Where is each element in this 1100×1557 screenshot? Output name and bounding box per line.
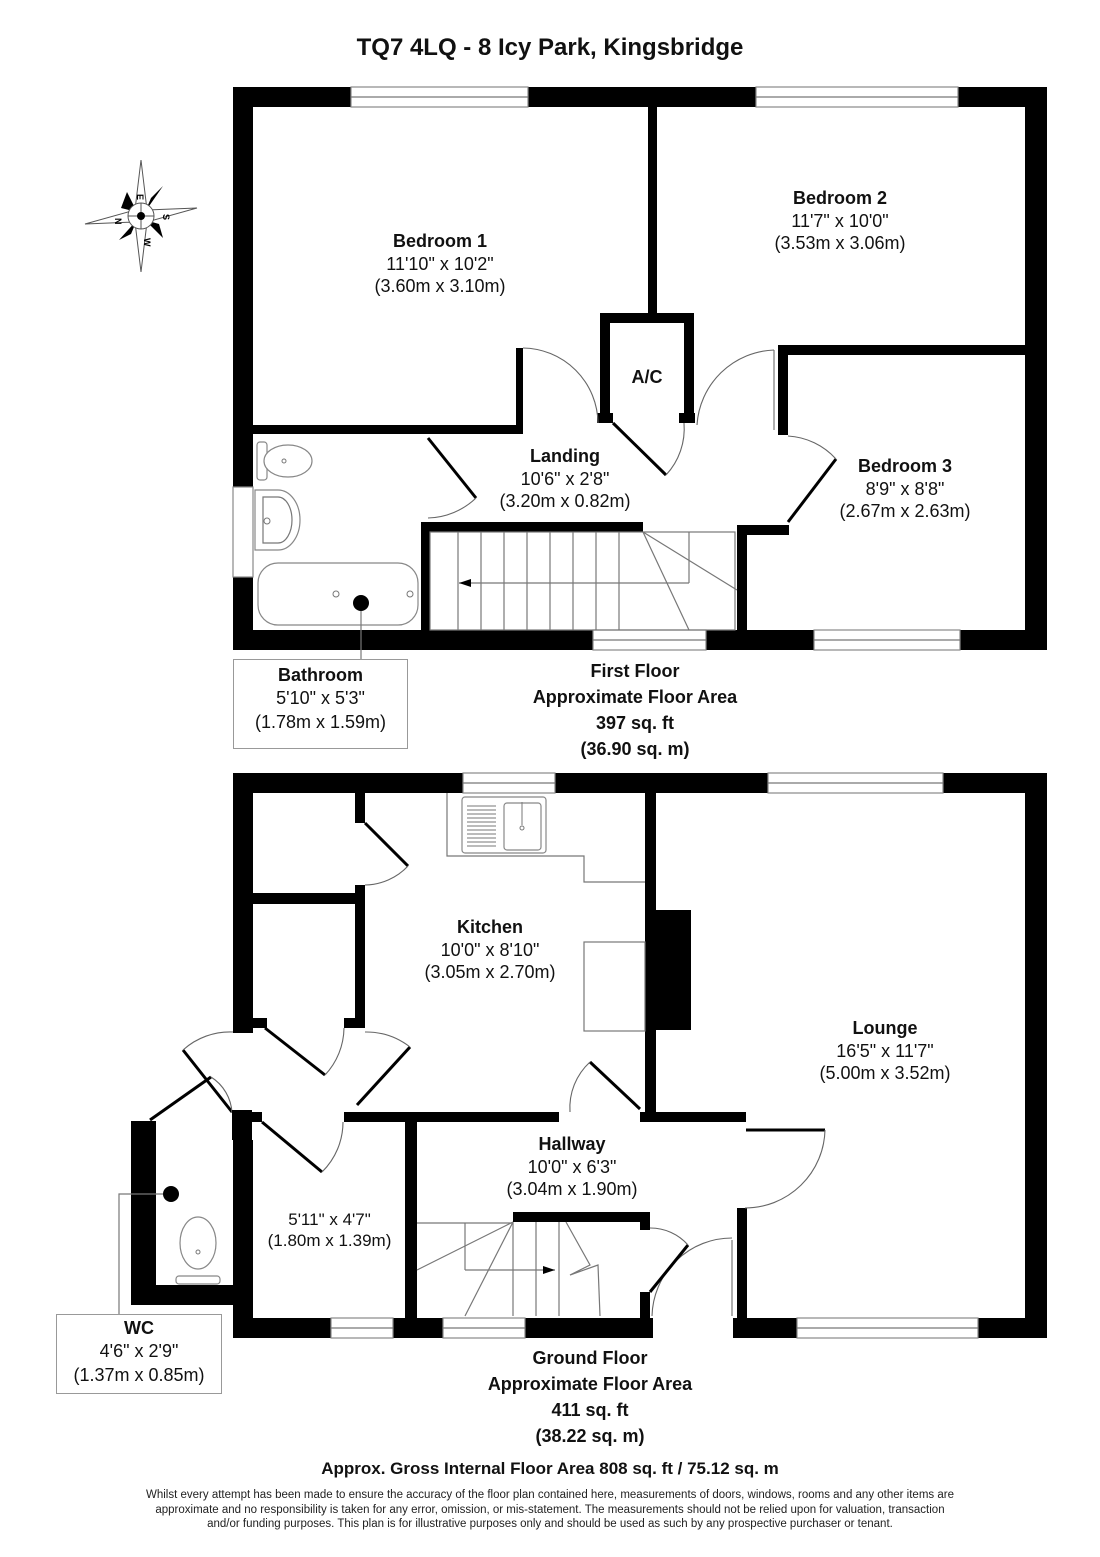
room-dim-imperial: 11'10" x 10'2" [386,253,494,274]
floor-area-sqm: (38.22 sq. m) [535,1426,645,1447]
room-dim-metric: (2.67m x 2.63m) [839,501,971,521]
room-dim-imperial: 10'0" x 8'10" [440,939,540,960]
svg-text:N: N [113,218,123,225]
room-label-bedroom-1: Bedroom 1 11'10" x 10'2" (3.60m x 3.10m) [330,230,550,298]
room-name: Bathroom [278,665,363,685]
room-label-bathroom: Bathroom 5'10" x 5'3" (1.78m x 1.59m) [233,659,408,749]
room-dim-metric: (3.05m x 2.70m) [424,962,556,982]
room-name: Lounge [852,1018,918,1038]
room-name: Bedroom 1 [392,231,488,251]
floor-area-sublabel: Approximate Floor Area [532,687,738,708]
room-label-lounge: Lounge 16'5" x 11'7" (5.00m x 3.52m) [780,1017,990,1085]
room-name: Bedroom 2 [792,188,888,208]
room-label-utility: 5'11" x 4'7" (1.80m x 1.39m) [252,1209,407,1252]
svg-text:S: S [161,214,171,220]
room-label-hallway: Hallway 10'0" x 6'3" (3.04m x 1.90m) [467,1133,677,1201]
floor-label: First Floor [590,661,680,681]
room-label-airing-cupboard: A/C [612,366,682,389]
room-dim-imperial: 10'6" x 2'8" [520,468,610,489]
room-label-bedroom-3: Bedroom 3 8'9" x 8'8" (2.67m x 2.63m) [800,455,1010,523]
room-dim-metric: (1.80m x 1.39m) [267,1231,392,1251]
room-dim-metric: (1.37m x 0.85m) [73,1364,205,1385]
room-dim-metric: (1.78m x 1.59m) [254,711,387,732]
room-dim-imperial: 16'5" x 11'7" [836,1040,934,1061]
svg-text:E: E [135,194,145,200]
first-floor-stairs [429,531,738,631]
room-dim-imperial: 8'9" x 8'8" [865,478,945,499]
floor-area-sqm: (36.90 sq. m) [580,739,690,760]
room-dim-imperial: 11'7" x 10'0" [791,210,889,231]
floor-label: Ground Floor [532,1348,648,1368]
plan-title: TQ7 4LQ - 8 Icy Park, Kingsbridge [356,34,744,61]
first-floor-area: First Floor Approximate Floor Area 397 s… [480,658,790,762]
ground-floor-plan [118,772,1047,1339]
room-dim-imperial: 5'10" x 5'3" [276,688,365,709]
kitchen-appliance-space [583,941,646,1032]
bath-icon [257,562,419,626]
disclaimer-text: Whilst every attempt has been made to en… [146,1489,954,1531]
room-name: Kitchen [456,917,523,937]
wc-toilet-icon [175,1216,221,1285]
room-name: Bedroom 3 [857,456,953,476]
floor-area-sqft: 411 sq. ft [551,1400,629,1421]
room-name: Hallway [538,1134,606,1154]
room-label-landing: Landing 10'6" x 2'8" (3.20m x 0.82m) [460,445,670,513]
room-name: Landing [530,446,600,466]
room-dim-metric: (3.60m x 3.10m) [374,276,506,296]
room-dim-metric: (3.53m x 3.06m) [774,233,906,253]
ground-floor-stairs [416,1221,601,1317]
room-dim-imperial: 10'0" x 6'3" [527,1156,617,1177]
room-dim-metric: (3.20m x 0.82m) [499,491,631,511]
floor-area-sqft: 397 sq. ft [595,713,675,734]
first-floor-plan [232,86,1047,660]
room-dim-imperial: 4'6" x 2'9" [99,1341,179,1362]
toilet-icon [256,441,313,481]
floor-area-sublabel: Approximate Floor Area [487,1374,693,1395]
basin-icon [254,489,301,551]
wc-fixture-dot [163,1186,179,1202]
room-name: A/C [631,367,663,387]
svg-text:W: W [142,238,152,247]
compass-rose-icon: E S W N [84,159,198,273]
room-label-wc: WC 4'6" x 2'9" (1.37m x 0.85m) [56,1314,222,1394]
room-name: WC [124,1318,154,1338]
room-label-bedroom-2: Bedroom 2 11'7" x 10'0" (3.53m x 3.06m) [730,187,950,255]
room-dim-metric: (5.00m x 3.52m) [819,1063,951,1083]
room-dim-metric: (3.04m x 1.90m) [506,1179,638,1199]
ground-floor-area: Ground Floor Approximate Floor Area 411 … [430,1345,750,1449]
sink-unit-icon [446,793,645,883]
room-dim-imperial: 5'11" x 4'7" [288,1210,371,1229]
gross-internal-area: Approx. Gross Internal Floor Area 808 sq… [321,1459,779,1478]
room-label-kitchen: Kitchen 10'0" x 8'10" (3.05m x 2.70m) [385,916,595,984]
